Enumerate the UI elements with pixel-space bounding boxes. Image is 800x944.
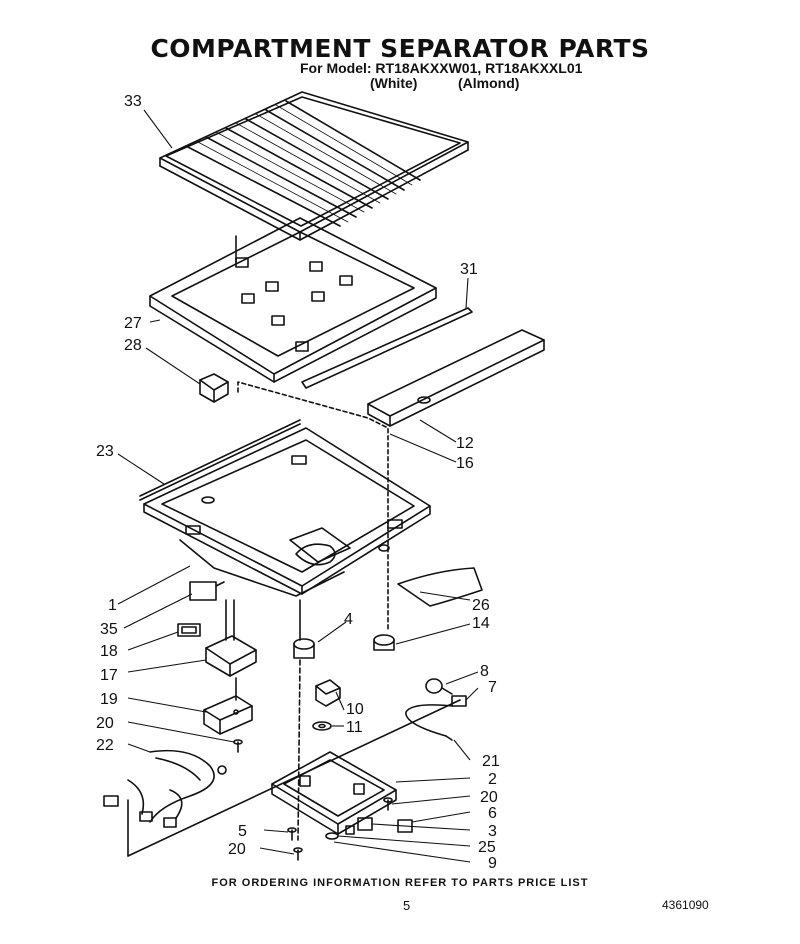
callout-25: 25 <box>478 839 496 856</box>
callout-4: 4 <box>344 611 353 628</box>
callout-33: 33 <box>124 93 142 110</box>
part-20-screw-a <box>233 739 243 753</box>
part-25-washer <box>325 832 339 840</box>
part-10-bracket <box>315 679 341 707</box>
callout-7: 7 <box>488 679 497 696</box>
page-title: COMPARTMENT SEPARATOR PARTS <box>150 34 650 63</box>
part-21-lamp-wire <box>405 704 453 741</box>
part-2-cover <box>271 751 397 835</box>
callout-23: 23 <box>96 443 114 460</box>
callout-20: 20 <box>228 841 246 858</box>
callout-1: 1 <box>108 597 117 614</box>
callout-26: 26 <box>472 597 490 614</box>
callout-8: 8 <box>480 663 489 680</box>
callout-11: 11 <box>346 719 363 736</box>
part-20-screw-c <box>293 847 303 861</box>
callout-19: 19 <box>100 691 118 708</box>
part-17-housing <box>205 599 257 677</box>
part-19-control <box>203 677 253 735</box>
document-number: 4361090 <box>662 898 709 912</box>
part-8-bulb <box>425 678 453 695</box>
part-4-shaft <box>293 599 315 841</box>
part-11-disc <box>312 721 332 731</box>
callout-17: 17 <box>100 667 118 684</box>
callout-35: 35 <box>100 621 118 638</box>
page-number: 5 <box>403 898 411 913</box>
callout-18: 18 <box>100 643 118 660</box>
callout-6: 6 <box>488 805 497 822</box>
part-35-thermostat <box>189 581 225 601</box>
part-26-insulation <box>397 567 483 607</box>
part-16-wire-loop <box>237 381 389 631</box>
callout-14: 14 <box>472 615 490 632</box>
part-14-grommet <box>373 634 395 651</box>
callout-12: 12 <box>456 435 474 452</box>
callout-labels: 33 31 27 28 12 16 23 1 26 35 4 14 18 17 … <box>96 93 500 872</box>
callout-20: 20 <box>96 715 114 732</box>
variant-almond: (Almond) <box>458 75 520 91</box>
callout-3: 3 <box>488 823 497 840</box>
part-31-strip <box>301 307 473 389</box>
part-28-block <box>199 373 229 403</box>
part-12-channel <box>367 329 545 427</box>
part-18-bezel <box>177 623 201 637</box>
callout-27: 27 <box>124 315 142 332</box>
leader-lines <box>117 109 479 863</box>
callout-22: 22 <box>96 737 114 754</box>
part-3-switch <box>345 817 373 835</box>
callout-16: 16 <box>456 455 474 472</box>
callout-2: 2 <box>488 771 497 788</box>
variant-white: (White) <box>370 75 418 91</box>
callout-28: 28 <box>124 337 142 354</box>
part-33-shelf-grille <box>159 91 469 241</box>
ordering-note: FOR ORDERING INFORMATION REFER TO PARTS … <box>211 877 589 889</box>
model-line: For Model: RT18AKXXW01, RT18AKXXL01 <box>300 60 583 76</box>
part-23-main-panel <box>139 419 431 597</box>
callout-10: 10 <box>346 701 364 718</box>
callout-21: 21 <box>482 753 500 770</box>
callout-31: 31 <box>460 261 478 278</box>
part-27-separator-frame <box>149 217 437 383</box>
callout-5: 5 <box>238 823 247 840</box>
part-5-screw <box>287 827 297 841</box>
part-7-socket <box>451 695 467 707</box>
callout-20: 20 <box>480 789 498 806</box>
part-20-screw-b <box>383 797 393 811</box>
callout-9: 9 <box>488 855 497 872</box>
